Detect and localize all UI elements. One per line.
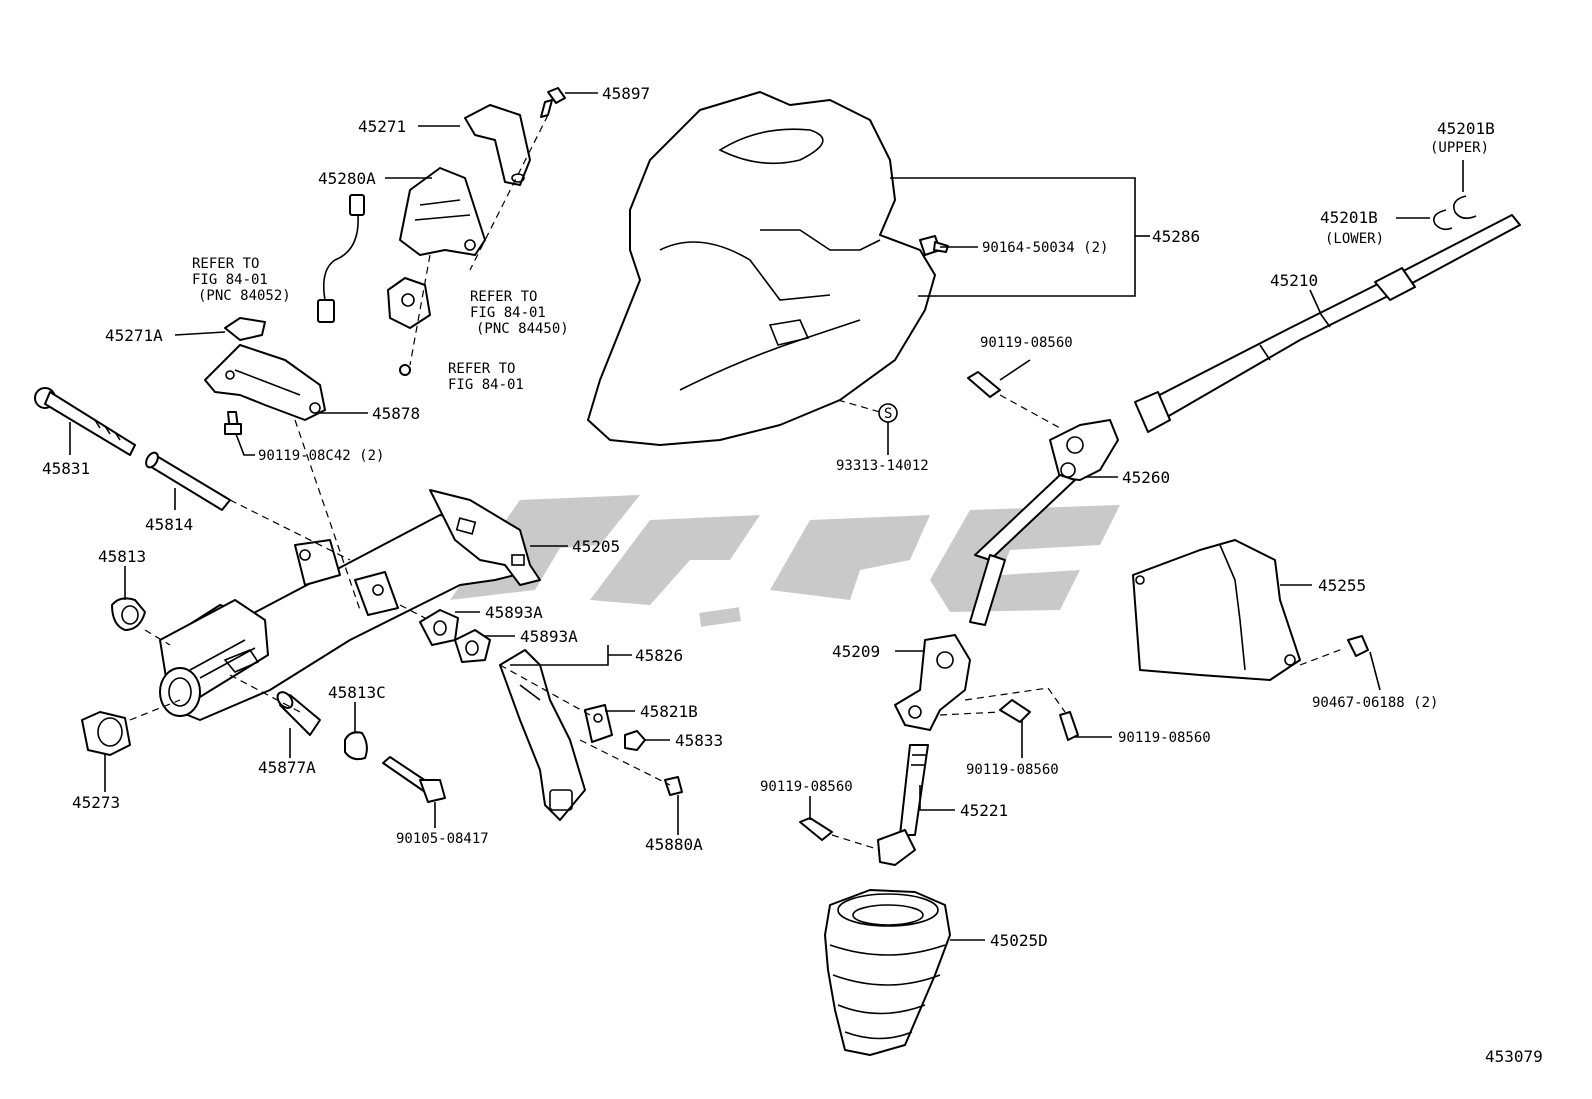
label-45260: 45260 bbox=[1122, 468, 1170, 487]
universal-joint-45260 bbox=[969, 419, 1119, 626]
label-45273: 45273 bbox=[72, 793, 120, 812]
cushion-45893a-lower bbox=[454, 629, 491, 663]
figure-number: 453079 bbox=[1485, 1047, 1543, 1066]
bolt-90164-50034 bbox=[919, 235, 949, 256]
label-45826: 45826 bbox=[635, 646, 683, 665]
boot-45025d bbox=[824, 889, 951, 1056]
bushing-45813 bbox=[111, 597, 146, 631]
bushing-45273 bbox=[81, 711, 131, 756]
cushion-45893a-upper bbox=[419, 609, 459, 646]
callout-labels: 45897 45271 45280A REFER TO FIG 84-01 (P… bbox=[42, 84, 1543, 1066]
label-90119-08560-left: 90119-08560 bbox=[760, 779, 853, 795]
shaft-45221 bbox=[877, 744, 929, 866]
bolt-90119-08c42 bbox=[224, 411, 242, 435]
label-45878: 45878 bbox=[372, 404, 420, 423]
label-45209: 45209 bbox=[832, 642, 880, 661]
sleeve-45814 bbox=[145, 451, 231, 511]
tilt-lever bbox=[499, 649, 586, 821]
label-45893a-2: 45893A bbox=[520, 627, 578, 646]
column-cover-45286 bbox=[587, 91, 936, 446]
column-tube-45205 bbox=[159, 489, 541, 721]
small-screw-top bbox=[399, 364, 411, 376]
label-45286: 45286 bbox=[1152, 227, 1200, 246]
label-45813: 45813 bbox=[98, 547, 146, 566]
label-90119-08c42: 90119-08C42 (2) bbox=[258, 448, 384, 464]
cover-45255 bbox=[1132, 539, 1301, 681]
s-symbol: S bbox=[884, 406, 892, 422]
label-lower-note: (LOWER) bbox=[1325, 231, 1384, 247]
bolt-90119-08560-right bbox=[1059, 711, 1079, 741]
label-upper-note: (UPPER) bbox=[1430, 140, 1489, 156]
label-45897: 45897 bbox=[602, 84, 650, 103]
collar-45877a bbox=[276, 691, 321, 736]
main-shaft-45210 bbox=[1134, 214, 1521, 433]
label-45877a: 45877A bbox=[258, 758, 316, 777]
refer-note-2-line3: (PNC 84450) bbox=[476, 321, 569, 337]
bushing-45813c bbox=[344, 731, 368, 761]
label-90467-06188: 90467-06188 (2) bbox=[1312, 695, 1438, 711]
bracket-45878 bbox=[204, 344, 326, 421]
refer-note-1-line1: REFER TO bbox=[192, 256, 259, 272]
screw-45897 bbox=[540, 87, 566, 118]
label-45201b-upper: 45201B bbox=[1437, 119, 1495, 138]
refer-note-3-line1: REFER TO bbox=[448, 361, 515, 377]
plate-45821b bbox=[584, 704, 613, 743]
label-90164-50034: 90164-50034 (2) bbox=[982, 240, 1108, 256]
s-symbol-circle bbox=[878, 403, 898, 423]
refer-note-2-line2: FIG 84-01 bbox=[470, 305, 546, 321]
bolt-45831 bbox=[34, 387, 136, 456]
nut-45833 bbox=[624, 730, 646, 751]
label-45025d: 45025D bbox=[990, 931, 1048, 950]
label-45201b-lower: 45201B bbox=[1320, 208, 1378, 227]
bolt-90119-08560-mid bbox=[999, 699, 1031, 723]
label-45831: 45831 bbox=[42, 459, 90, 478]
clip-90467-06188 bbox=[1347, 635, 1369, 657]
bolt-90105-08417 bbox=[382, 756, 446, 803]
label-45893a-1: 45893A bbox=[485, 603, 543, 622]
label-45271a: 45271A bbox=[105, 326, 163, 345]
label-45880a: 45880A bbox=[645, 835, 703, 854]
label-45280a: 45280A bbox=[318, 169, 376, 188]
key-cylinder bbox=[387, 277, 431, 329]
label-45271: 45271 bbox=[358, 117, 406, 136]
alignment-dashes bbox=[129, 114, 1346, 851]
label-90119-08560-right: 90119-08560 bbox=[1118, 730, 1211, 746]
refer-note-2-line1: REFER TO bbox=[470, 289, 537, 305]
label-45813c: 45813C bbox=[328, 683, 386, 702]
bolt-90119-08560-top bbox=[967, 371, 1001, 398]
label-45221: 45221 bbox=[960, 801, 1008, 820]
refer-note-3-line2: FIG 84-01 bbox=[448, 377, 524, 393]
bolt-45880a bbox=[664, 776, 683, 796]
connector-wire bbox=[317, 194, 365, 323]
universal-joint-45209 bbox=[894, 634, 971, 731]
clamp-45271 bbox=[464, 104, 531, 186]
snap-ring-45201b-upper bbox=[1453, 195, 1477, 220]
label-45821b: 45821B bbox=[640, 702, 698, 721]
label-45833: 45833 bbox=[675, 731, 723, 750]
clip-45271a bbox=[224, 317, 266, 341]
label-90119-08560-top: 90119-08560 bbox=[980, 335, 1073, 351]
cover-bracket-line bbox=[890, 177, 1150, 297]
snap-ring-45201b-lower bbox=[1433, 209, 1453, 231]
refer-note-1-line2: FIG 84-01 bbox=[192, 272, 268, 288]
label-45255: 45255 bbox=[1318, 576, 1366, 595]
label-45814: 45814 bbox=[145, 515, 193, 534]
label-90119-08560-mid: 90119-08560 bbox=[966, 762, 1059, 778]
bolt-90119-08560-left bbox=[799, 817, 833, 841]
label-45205: 45205 bbox=[572, 537, 620, 556]
label-90105-08417: 90105-08417 bbox=[396, 831, 489, 847]
switch-housing-45280a bbox=[399, 167, 486, 256]
leader-lines bbox=[69, 92, 1464, 941]
label-45210: 45210 bbox=[1270, 271, 1318, 290]
label-93313-14012: 93313-14012 bbox=[836, 458, 929, 474]
refer-note-1-line3: (PNC 84052) bbox=[198, 288, 291, 304]
